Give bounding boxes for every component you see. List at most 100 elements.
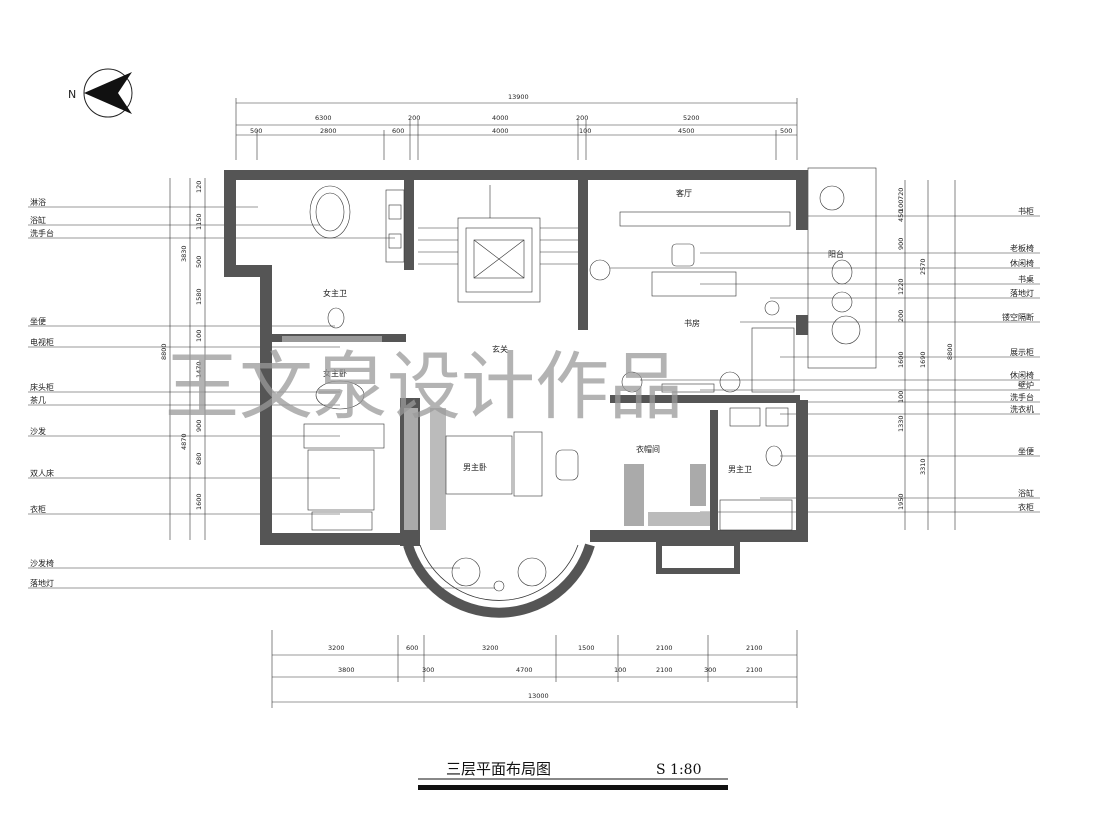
left-dim-9: 680 bbox=[195, 453, 203, 465]
label-tv-cabinet: 电视柜 bbox=[30, 337, 54, 347]
bottom-dim-r2-1: 3800 bbox=[338, 666, 355, 674]
watermark: 王文泉设计作品 bbox=[165, 344, 683, 430]
left-dim-7: 1470 bbox=[195, 361, 203, 378]
top-dim-r2-5: 100 bbox=[579, 127, 591, 135]
left-dim-3: 1150 bbox=[195, 213, 203, 230]
label-display-cabinet: 展示柜 bbox=[1010, 347, 1034, 357]
room-master-bath-m: 男主卫 bbox=[728, 464, 752, 474]
label-washing-machine: 洗衣机 bbox=[1010, 404, 1034, 414]
room-closet: 衣帽间 bbox=[636, 444, 660, 454]
washing-machine bbox=[765, 407, 789, 427]
bathtub-oval bbox=[309, 185, 351, 239]
label-nightstand: 床头柜 bbox=[30, 382, 54, 392]
right-dim-11: 1330 bbox=[897, 415, 905, 432]
right-dim-4: 900 bbox=[897, 238, 905, 250]
label-sofa-chair: 沙发椅 bbox=[30, 558, 54, 568]
label-washbasin-r: 洗手台 bbox=[1010, 392, 1034, 402]
room-master-bed-f: 女主卧 bbox=[323, 368, 347, 378]
label-shower: 淋浴 bbox=[30, 197, 46, 207]
top-dim-r2-6: 4500 bbox=[678, 127, 695, 135]
desk bbox=[651, 271, 737, 297]
label-wardrobe-l: 衣柜 bbox=[30, 504, 46, 514]
leisure-chair-2 bbox=[621, 371, 643, 393]
left-total-dim: 8800 bbox=[160, 343, 168, 360]
washbasin-m bbox=[729, 407, 761, 427]
north-arrow: N bbox=[68, 68, 133, 118]
left-dim-10: 1600 bbox=[195, 493, 203, 510]
label-washbasin-l: 洗手台 bbox=[30, 228, 54, 238]
plan-scale: S 1:80 bbox=[656, 762, 701, 778]
floor-lamp-r bbox=[764, 300, 780, 316]
right-dim-7: 200 bbox=[897, 310, 905, 322]
right-vertical-dimensions: 720 450 100 900 2570 1220 200 1600 1690 … bbox=[897, 180, 956, 530]
balcony-outline bbox=[807, 167, 877, 369]
right-dim-6: 1220 bbox=[897, 278, 905, 295]
overall-bottom-dim: 13000 bbox=[528, 692, 549, 700]
label-leisure-chair-1: 休闲椅 bbox=[1010, 258, 1034, 268]
label-wardrobe-r: 衣柜 bbox=[1018, 502, 1034, 512]
left-labels: 淋浴 浴缸 洗手台 坐便 电视柜 床头柜 茶几 沙发 双人床 衣柜 沙发椅 落地… bbox=[28, 197, 495, 589]
top-dim-2: 200 bbox=[408, 114, 420, 122]
left-dim-11: 4870 bbox=[180, 433, 188, 450]
bottom-dimensions: 3200 600 3200 1500 2100 2100 3800 300 47… bbox=[271, 630, 798, 708]
right-total-dim: 8800 bbox=[946, 343, 954, 360]
room-balcony: 阳台 bbox=[828, 249, 844, 259]
bookcase bbox=[619, 211, 791, 227]
wardrobe-f-2 bbox=[430, 408, 446, 530]
floor-lamp-l bbox=[493, 580, 505, 592]
left-vertical-dimensions: 8800 3830 120 1150 500 1580 100 1470 900… bbox=[160, 178, 206, 540]
label-desk: 书桌 bbox=[1018, 274, 1034, 284]
room-foyer: 玄关 bbox=[492, 344, 508, 354]
title-block: 三层平面布局图 S 1:80 bbox=[418, 760, 728, 790]
label-sofa: 沙发 bbox=[30, 426, 46, 436]
bottom-dim-r2-5: 2100 bbox=[656, 666, 673, 674]
top-dim-r2-2: 2800 bbox=[320, 127, 337, 135]
room-study: 书房 bbox=[684, 318, 700, 328]
top-dim-1: 6300 bbox=[315, 114, 332, 122]
right-dim-13: 3310 bbox=[919, 458, 927, 475]
bottom-dim-5: 2100 bbox=[656, 644, 673, 652]
right-dim-3: 100 bbox=[897, 200, 905, 212]
tea-table bbox=[315, 380, 365, 410]
toilet-m bbox=[765, 445, 783, 467]
bottom-dim-1: 3200 bbox=[328, 644, 345, 652]
left-dim-2: 120 bbox=[195, 181, 203, 193]
top-dimensions: 13900 6300 200 4000 200 5200 500 2800 60… bbox=[235, 93, 798, 160]
right-dim-5: 2570 bbox=[919, 258, 927, 275]
left-dim-5: 1580 bbox=[195, 288, 203, 305]
double-bed-f bbox=[307, 449, 375, 511]
label-boss-chair: 老板椅 bbox=[1010, 243, 1034, 253]
wardrobe-f bbox=[404, 408, 418, 530]
furniture bbox=[282, 185, 861, 592]
label-toilet-l: 坐便 bbox=[30, 316, 46, 326]
leisure-chair-1 bbox=[589, 259, 611, 281]
sofa bbox=[303, 423, 385, 449]
closet-rack bbox=[624, 464, 644, 526]
right-dim-12: 1950 bbox=[897, 493, 905, 510]
bottom-dim-r2-6: 300 bbox=[704, 666, 716, 674]
top-dim-r2-1: 500 bbox=[250, 127, 262, 135]
top-dim-4: 200 bbox=[576, 114, 588, 122]
vanity bbox=[385, 189, 405, 263]
top-dim-5: 5200 bbox=[683, 114, 700, 122]
label-leisure-chair-2: 休闲椅 bbox=[1010, 370, 1034, 380]
left-dim-8: 900 bbox=[195, 420, 203, 432]
bottom-dim-r2-3: 4700 bbox=[516, 666, 533, 674]
label-floor-lamp-l: 落地灯 bbox=[30, 578, 54, 588]
label-openwork-partition: 镂空隔断 bbox=[1002, 312, 1034, 322]
north-label: N bbox=[68, 88, 76, 101]
right-dim-10: 100 bbox=[897, 391, 905, 403]
double-bed-m bbox=[445, 435, 513, 495]
overall-top-dim: 13900 bbox=[508, 93, 529, 101]
right-dim-8: 1600 bbox=[897, 351, 905, 368]
boss-chair bbox=[671, 243, 695, 267]
display-cabinet bbox=[751, 327, 795, 393]
stairwell bbox=[418, 185, 578, 303]
bottom-dim-r2-2: 300 bbox=[422, 666, 434, 674]
top-dim-r2-3: 600 bbox=[392, 127, 404, 135]
sofa-chair-2 bbox=[517, 557, 547, 587]
label-bathtub-r: 浴缸 bbox=[1018, 488, 1034, 498]
label-double-bed: 双人床 bbox=[30, 468, 54, 478]
bottom-dim-r2-7: 2100 bbox=[746, 666, 763, 674]
